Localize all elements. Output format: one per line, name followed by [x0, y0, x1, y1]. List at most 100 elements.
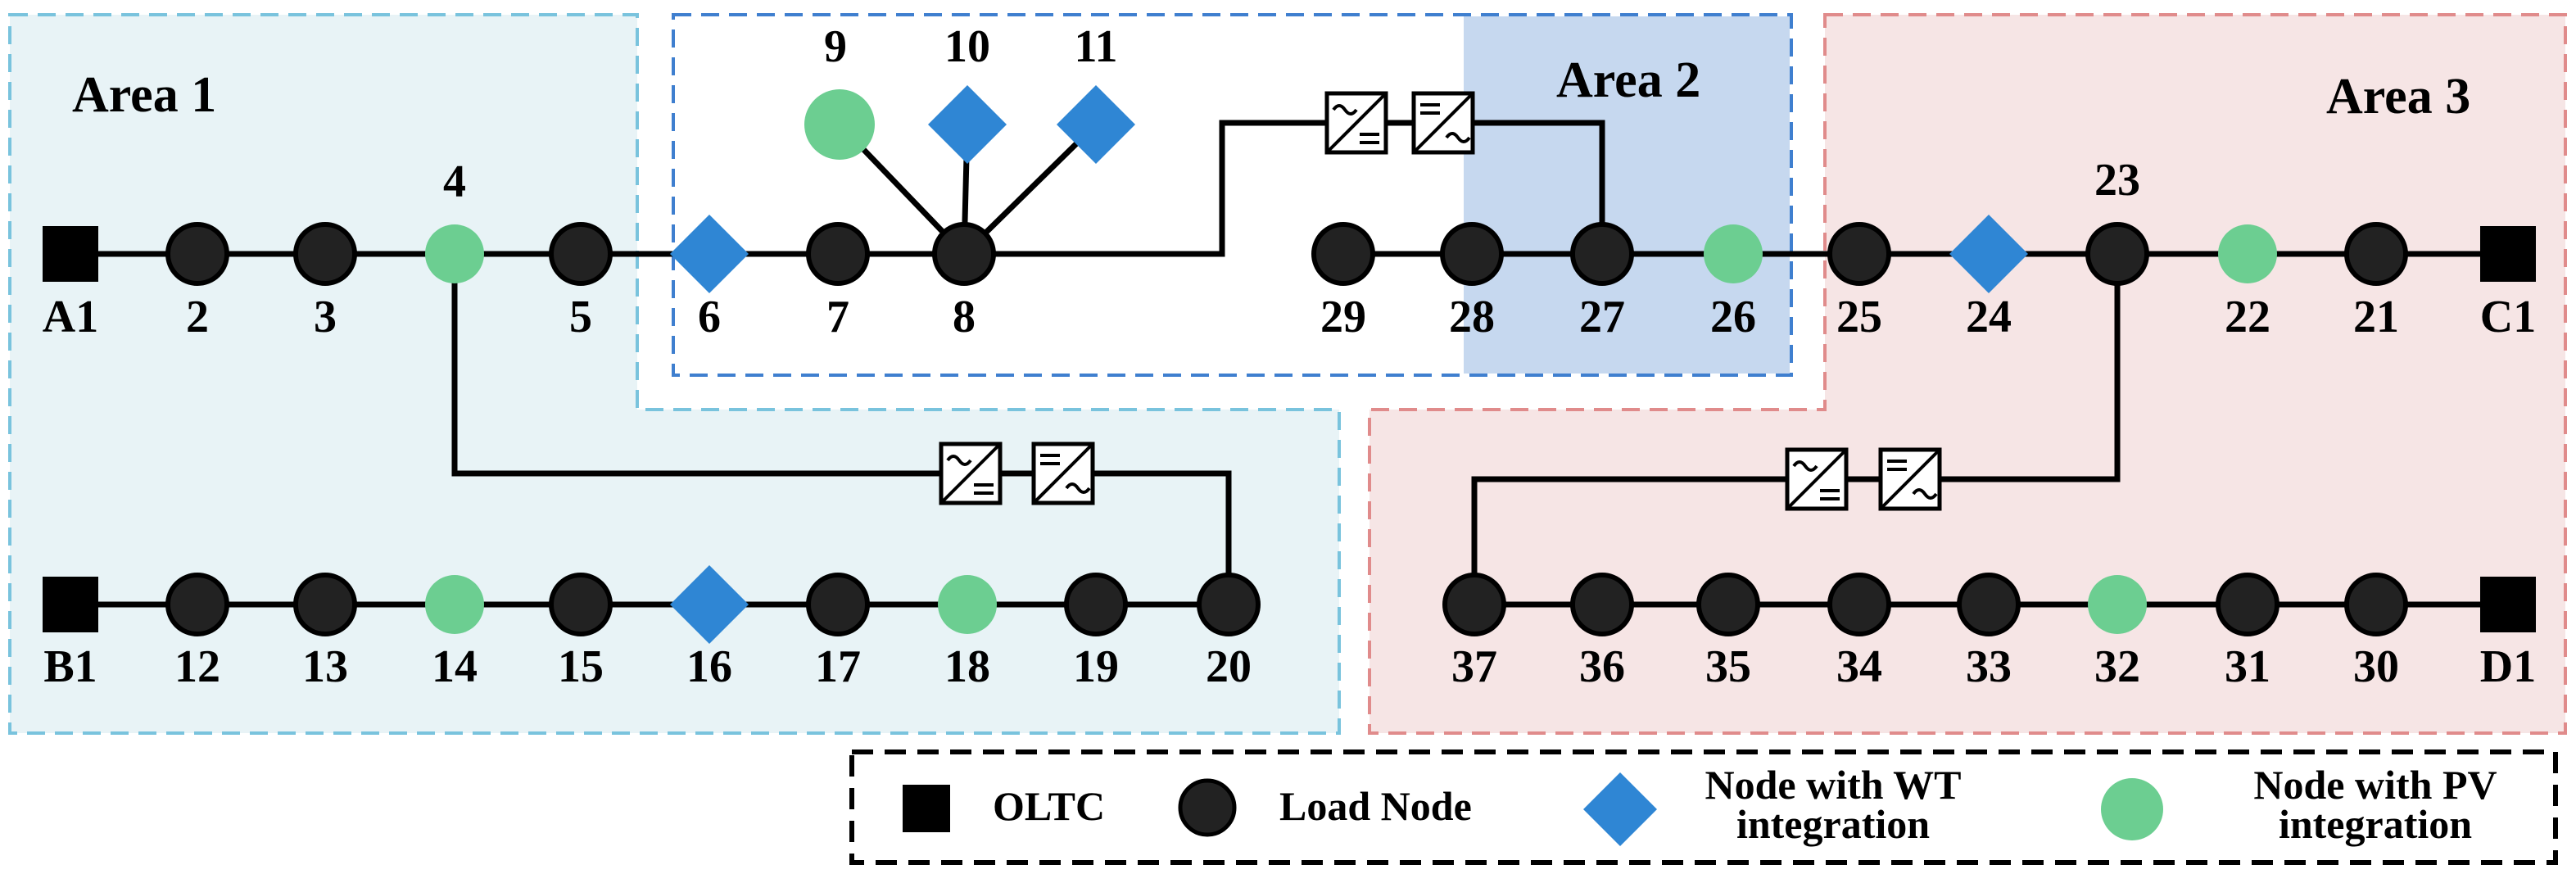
- node-label-36: 36: [1579, 641, 1625, 692]
- legend-pv-label-line1: Node with PV: [2253, 762, 2497, 808]
- node-label-2: 2: [186, 292, 209, 342]
- legend-pv-label-line2: integration: [2279, 801, 2472, 847]
- node-label-30: 30: [2353, 641, 2399, 692]
- wt-node-11: [1057, 85, 1135, 164]
- area-2-title: Area 2: [1556, 52, 1700, 108]
- oltc-node-A1: [43, 226, 98, 282]
- node-label-29: 29: [1320, 292, 1366, 342]
- load-node-29: [1311, 222, 1375, 286]
- node-label-34: 34: [1836, 641, 1882, 692]
- sop-converter-icon: [1787, 450, 1846, 509]
- node-label-15: 15: [558, 641, 604, 692]
- wt-node-6: [670, 215, 749, 293]
- load-node-17: [806, 573, 870, 636]
- node-label-20: 20: [1206, 641, 1252, 692]
- node-label-11: 11: [1075, 21, 1118, 72]
- pv-node-22: [2218, 224, 2277, 283]
- load-node-5: [549, 222, 613, 286]
- sop-converter-icon: [1414, 93, 1473, 152]
- node-label-19: 19: [1073, 641, 1119, 692]
- load-node-12: [165, 573, 229, 636]
- wt-node-legend-icon: [1583, 772, 1657, 846]
- node-label-B1: B1: [43, 641, 97, 692]
- load-node-3: [293, 222, 357, 286]
- node-label-32: 32: [2094, 641, 2140, 692]
- oltc-node-D1: [2480, 577, 2536, 632]
- sop-converter-icon: [941, 444, 1000, 503]
- node-label-7: 7: [826, 292, 849, 342]
- node-label-10: 10: [944, 21, 990, 72]
- legend-wt-label-line2: integration: [1736, 801, 1930, 847]
- area-2-highlight: [1464, 16, 1790, 374]
- load-node-33: [1957, 573, 2021, 636]
- node-label-3: 3: [314, 292, 337, 342]
- legend-box: [849, 749, 2558, 865]
- legend: OLTC Load Node Node with WT integration …: [849, 749, 2558, 865]
- sop-line-4-20: [451, 254, 1232, 605]
- network-nodes: [43, 85, 2536, 644]
- sop-converter-icon: [1327, 93, 1386, 152]
- load-node-31: [2216, 573, 2279, 636]
- legend-load-label: Load Node: [1279, 783, 1472, 829]
- pv-node-14: [425, 575, 484, 634]
- wt-node-24: [1949, 215, 2028, 293]
- wt-node-16: [670, 565, 749, 644]
- area-1-region: [8, 13, 1341, 735]
- node-label-33: 33: [1966, 641, 2012, 692]
- node-label-6: 6: [698, 292, 721, 342]
- load-node-25: [1827, 222, 1891, 286]
- load-node-legend-icon: [1178, 778, 1237, 837]
- node-label-18: 18: [944, 641, 990, 692]
- node-label-35: 35: [1705, 641, 1751, 692]
- node-label-25: 25: [1836, 292, 1882, 342]
- pv-node-legend-icon: [2101, 778, 2163, 840]
- legend-wt-label-line1: Node with WT: [1705, 762, 1961, 808]
- load-node-20: [1197, 573, 1261, 636]
- node-label-31: 31: [2225, 641, 2270, 692]
- node-label-4: 4: [443, 156, 466, 207]
- node-label-21: 21: [2353, 292, 2399, 342]
- load-node-35: [1696, 573, 1760, 636]
- node-label-A1: A1: [43, 292, 98, 342]
- load-node-2: [165, 222, 229, 286]
- load-node-21: [2344, 222, 2408, 286]
- node-label-13: 13: [302, 641, 348, 692]
- pv-node-26: [1704, 224, 1763, 283]
- node-label-14: 14: [432, 641, 478, 692]
- load-node-27: [1570, 222, 1634, 286]
- sop-converter-icon: [1034, 444, 1093, 503]
- sop-converter-icon: [1881, 450, 1940, 509]
- load-node-23: [2085, 222, 2149, 286]
- node-label-5: 5: [569, 292, 592, 342]
- pv-node-4: [425, 224, 484, 283]
- load-node-13: [293, 573, 357, 636]
- node-label-23: 23: [2094, 155, 2140, 206]
- node-label-27: 27: [1579, 292, 1625, 342]
- oltc-node-B1: [43, 577, 98, 632]
- area-1-title: Area 1: [72, 67, 216, 123]
- load-node-7: [806, 222, 870, 286]
- node-label-24: 24: [1966, 292, 2012, 342]
- node-label-12: 12: [174, 641, 220, 692]
- node-label-D1: D1: [2480, 641, 2536, 692]
- oltc-node-C1: [2480, 226, 2536, 282]
- sop-line-8-27: [964, 120, 1605, 257]
- load-node-19: [1064, 573, 1128, 636]
- area-3-region: [1368, 13, 2567, 735]
- node-label-17: 17: [815, 641, 861, 692]
- wt-node-10: [928, 85, 1007, 164]
- load-node-36: [1570, 573, 1634, 636]
- pv-node-32: [2088, 575, 2147, 634]
- load-node-15: [549, 573, 613, 636]
- load-node-34: [1827, 573, 1891, 636]
- node-label-26: 26: [1710, 292, 1756, 342]
- pv-node-18: [938, 575, 997, 634]
- node-label-C1: C1: [2480, 292, 2536, 342]
- oltc-legend-icon: [903, 785, 950, 832]
- node-label-22: 22: [2225, 292, 2270, 342]
- node-label-37: 37: [1451, 641, 1497, 692]
- node-label-9: 9: [824, 21, 847, 72]
- node-label-16: 16: [686, 641, 732, 692]
